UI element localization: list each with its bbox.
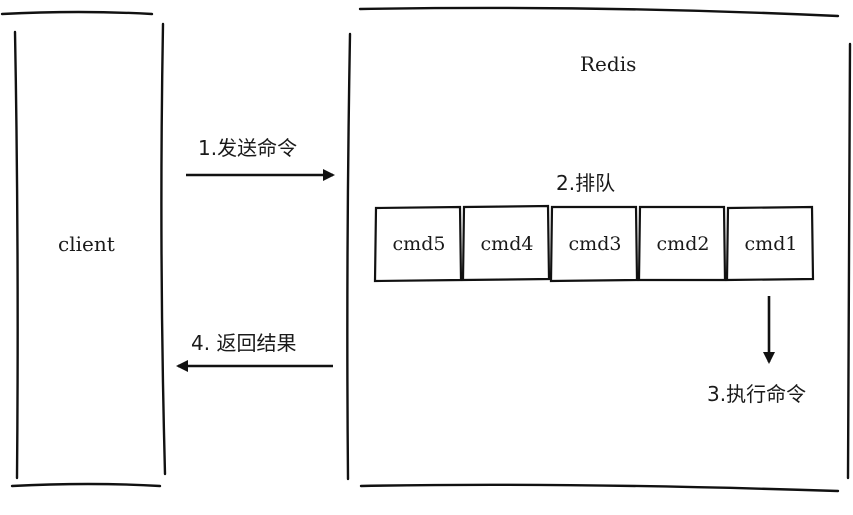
queue-cell-outline <box>461 204 551 282</box>
step-execute-label: 3.执行命令 <box>707 382 807 406</box>
queue-command: cmd1 <box>744 233 798 255</box>
queue-command: cmd2 <box>656 233 710 255</box>
client-label: client <box>58 232 115 256</box>
redis-box-right <box>846 42 852 480</box>
queue-cell-outline <box>373 205 463 283</box>
redis-box <box>346 6 852 493</box>
client-box-bottom <box>10 482 162 488</box>
step-queue-label: 2.排队 <box>556 171 616 195</box>
queue-cell-outline <box>637 205 727 282</box>
queue-command: cmd3 <box>568 233 622 255</box>
queue-cell-outline <box>725 205 815 282</box>
redis-label: Redis <box>580 52 637 76</box>
queue-command: cmd5 <box>392 233 446 255</box>
queue-command: cmd4 <box>480 233 534 255</box>
redis-box-bottom <box>359 483 840 493</box>
redis-box-top <box>358 6 840 18</box>
step-return-label: 4. 返回结果 <box>191 331 297 355</box>
queue-cell-outline <box>549 205 639 283</box>
client-box <box>0 10 167 488</box>
client-box-right <box>160 22 167 476</box>
client-box-top <box>0 10 154 16</box>
redis-box-left <box>346 32 352 481</box>
client-box-left <box>13 30 19 480</box>
step-send-label: 1.发送命令 <box>198 136 298 160</box>
command-queue <box>373 204 815 283</box>
